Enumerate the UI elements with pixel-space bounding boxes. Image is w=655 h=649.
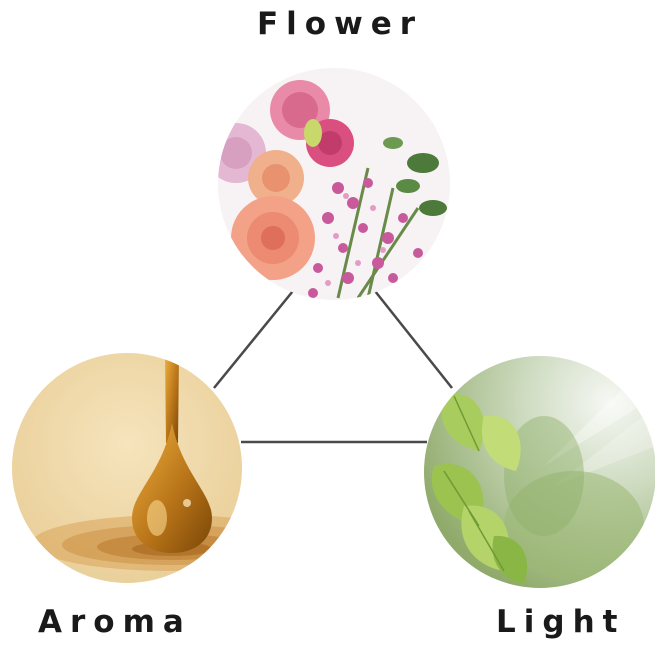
flower-bouquet-icon bbox=[218, 68, 450, 300]
connector-flower-light bbox=[371, 286, 452, 388]
sunlit-leaves-icon bbox=[424, 356, 655, 588]
connector-flower-aroma bbox=[214, 286, 297, 388]
oil-drop-icon bbox=[12, 353, 242, 583]
light-label: Light bbox=[496, 604, 625, 640]
flower-label: Flower bbox=[257, 6, 423, 42]
aroma-label: Aroma bbox=[38, 604, 192, 640]
